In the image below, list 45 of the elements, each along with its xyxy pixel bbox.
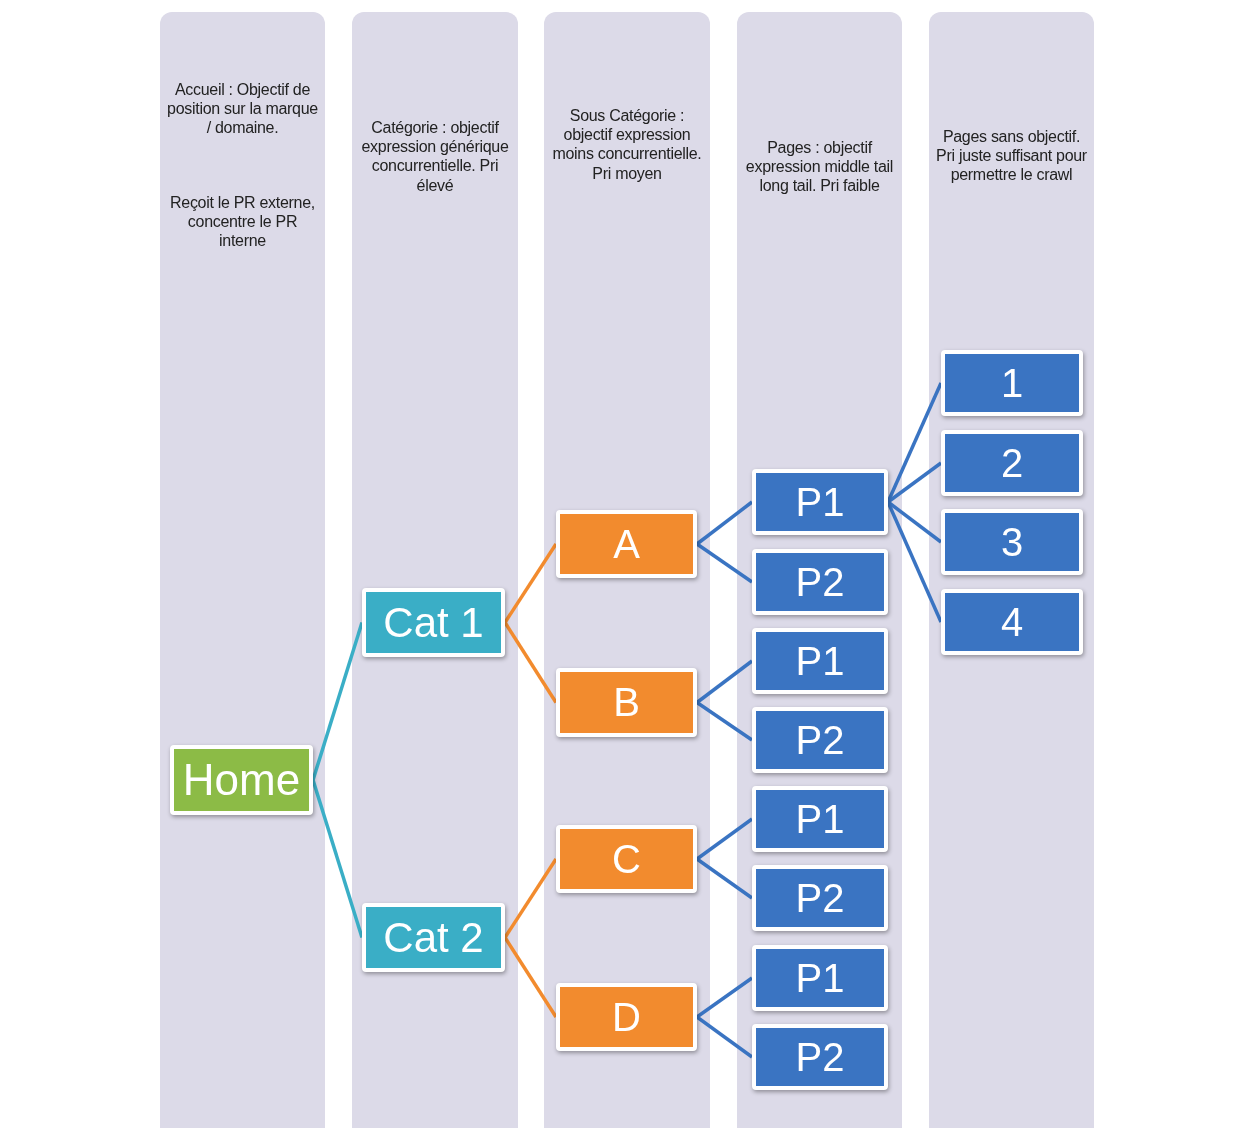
page-box: P2 xyxy=(752,865,888,931)
subcategory-box: D xyxy=(556,983,697,1051)
connector-line xyxy=(503,858,558,939)
connector-line xyxy=(696,701,753,742)
page-box: P2 xyxy=(752,1024,888,1090)
category-box: Cat 2 xyxy=(362,903,505,972)
connector-line xyxy=(886,501,943,623)
connector-line xyxy=(503,936,558,1018)
column-heading: Reçoit le PR externe, concentre le PR interne xyxy=(169,193,316,251)
page-box: P1 xyxy=(752,945,888,1011)
page-box: P2 xyxy=(752,549,888,615)
connector-line xyxy=(696,542,753,584)
subcategory-box: A xyxy=(556,510,697,578)
subcategory-box: C xyxy=(556,825,697,893)
connector-line xyxy=(695,659,754,704)
connector-line xyxy=(695,1015,754,1059)
page-box: P2 xyxy=(752,707,888,773)
column-heading: Pages sans objectif. Pri juste suffisant pour permettre le crawl xyxy=(935,127,1088,185)
connector-line xyxy=(696,857,753,900)
page-box: 4 xyxy=(941,589,1083,655)
page-box: P1 xyxy=(752,469,888,535)
column-band xyxy=(929,12,1094,1128)
connector-line xyxy=(503,621,558,704)
column-band xyxy=(352,12,518,1128)
subcategory-box: B xyxy=(556,668,697,737)
page-box: 1 xyxy=(941,350,1083,416)
column-heading: Pages : objectif expression middle tail long tail. Pri faible xyxy=(744,138,895,196)
connector-line xyxy=(503,543,558,624)
page-box: P1 xyxy=(752,786,888,852)
column-heading: Sous Catégorie : objectif expression moins concurrentielle. Pri moyen xyxy=(551,106,703,183)
page-box: P1 xyxy=(752,628,888,694)
page-box: 3 xyxy=(941,509,1083,575)
column-band xyxy=(160,12,325,1128)
connector-line xyxy=(696,976,753,1019)
category-box: Cat 1 xyxy=(362,588,505,657)
column-band xyxy=(737,12,902,1128)
column-heading: Catégorie : objectif expression générique concurrentielle. Pri élevé xyxy=(360,118,510,195)
connector-line xyxy=(695,817,754,861)
connector-line xyxy=(311,779,364,938)
column-band xyxy=(544,12,710,1128)
connector-line xyxy=(311,622,364,781)
connector-line xyxy=(695,500,754,546)
page-box: 2 xyxy=(941,430,1083,496)
home-box: Home xyxy=(170,745,313,815)
column-heading: Accueil : Objectif de position sur la marque / domaine. xyxy=(166,80,319,138)
